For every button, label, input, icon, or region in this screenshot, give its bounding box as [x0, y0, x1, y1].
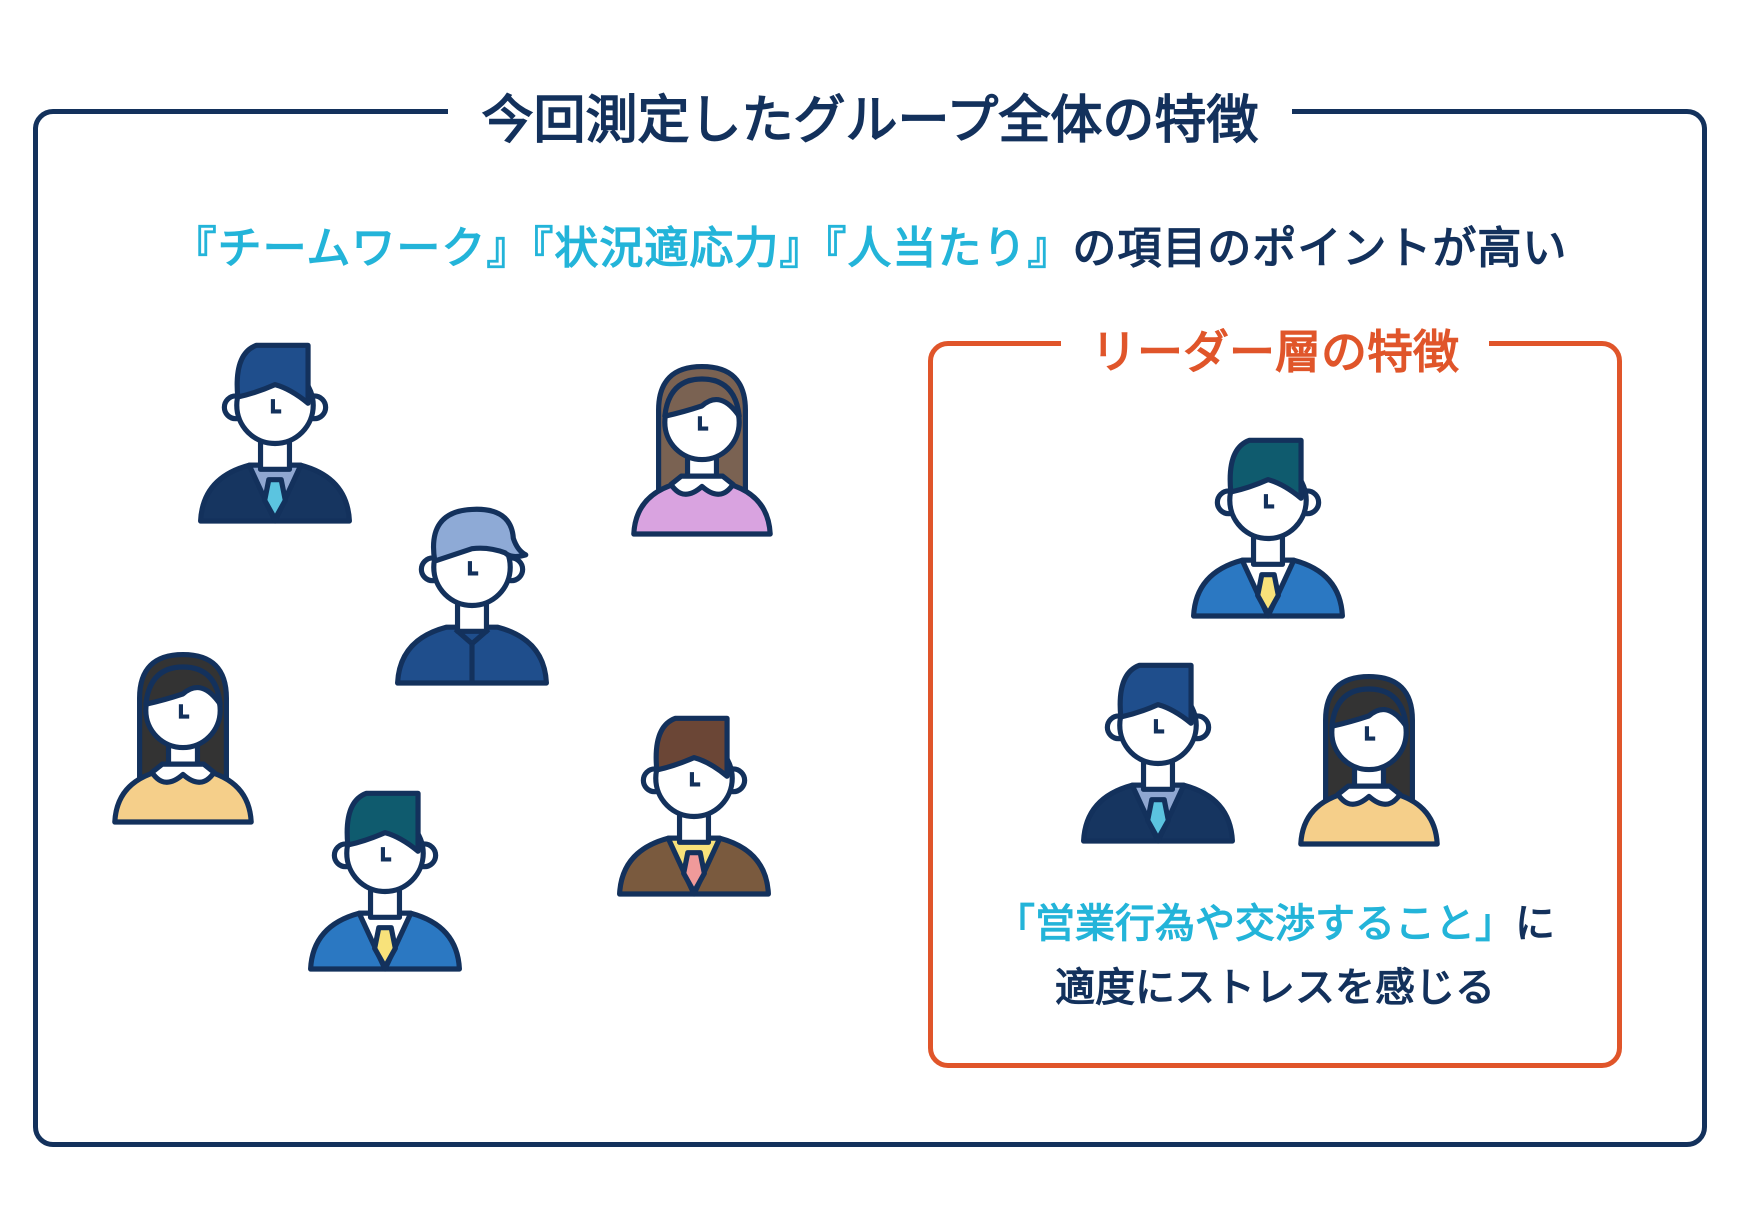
highlight-adaptability: 『状況適応力』 — [531, 223, 825, 274]
leader-description: 「営業行為や交渉すること」に 適度にストレスを感じる — [928, 892, 1622, 1020]
leader-avatar-man-icon — [1185, 430, 1351, 619]
person-icon — [112, 652, 254, 825]
person-icon — [1081, 662, 1235, 844]
avatar-woman-icon — [619, 348, 785, 537]
leader-avatar-man-icon — [1075, 655, 1241, 844]
leader-highlight: 「営業行為や交渉すること」 — [995, 901, 1515, 947]
person-icon — [1298, 674, 1440, 847]
person-icon — [1191, 437, 1345, 619]
page-title: 今回測定したグループ全体の特徴 — [0, 78, 1740, 153]
person-icon — [617, 715, 771, 897]
group-summary: 『チームワーク』『状況適応力』『人当たり』の項目のポイントが高い — [0, 212, 1740, 276]
highlight-teamwork: 『チームワーク』 — [172, 223, 532, 274]
leader-avatar-woman-icon — [1286, 658, 1452, 847]
avatar-casual-man-icon — [389, 497, 555, 686]
summary-rest: の項目のポイントが高い — [1072, 223, 1568, 274]
leader-line1-rest: に — [1515, 901, 1555, 947]
person-icon — [395, 506, 549, 686]
leader-line2: 適度にストレスを感じる — [1055, 965, 1495, 1011]
avatar-woman-icon — [100, 636, 266, 825]
highlight-personability: 『人当たり』 — [824, 223, 1073, 274]
title-text: 今回測定したグループ全体の特徴 — [447, 91, 1293, 151]
person-icon — [198, 342, 352, 524]
avatar-man-icon — [611, 708, 777, 897]
leader-title: リーダー層の特徴 — [928, 316, 1622, 382]
leader-title-text: リーダー層の特徴 — [1061, 325, 1489, 379]
avatar-man-icon — [302, 783, 468, 972]
avatar-man-icon — [192, 335, 358, 524]
person-icon — [308, 790, 462, 972]
person-icon — [631, 364, 773, 537]
